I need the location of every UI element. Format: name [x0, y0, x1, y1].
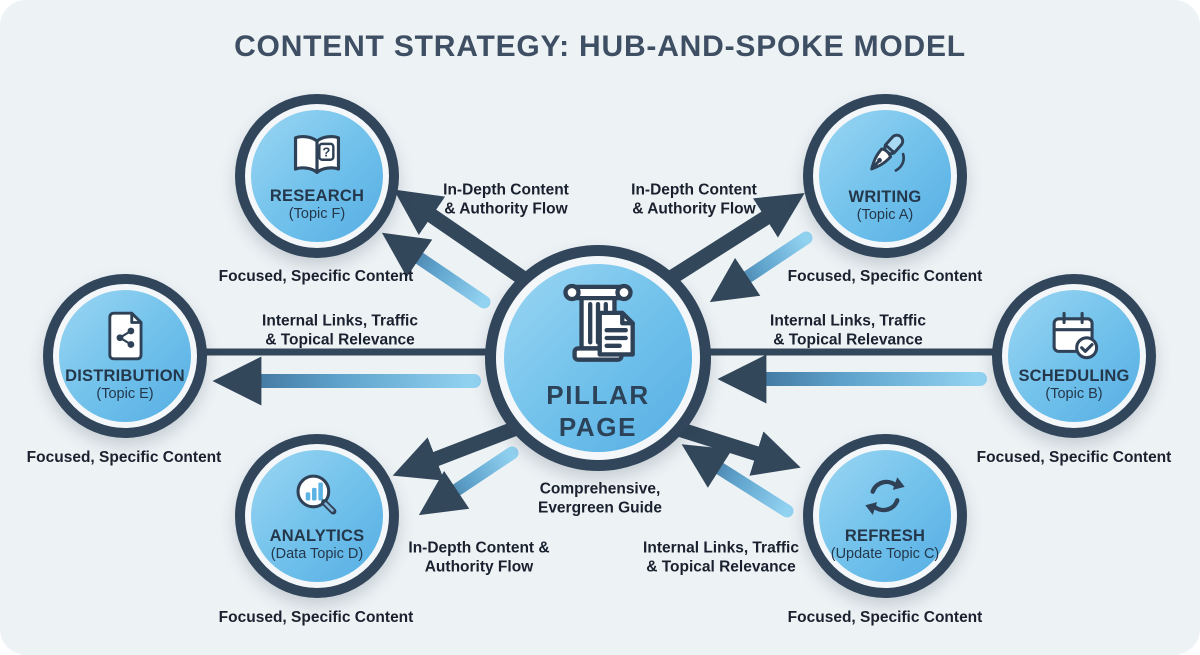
- node-analytics: ANALYTICS (Data Topic D): [235, 434, 399, 598]
- hub-caption-line: Comprehensive,: [539, 480, 661, 498]
- edge-label-line: In-Depth Content: [443, 181, 569, 199]
- pillar-document-icon: [546, 273, 650, 377]
- node-core: DISTRIBUTION (Topic E): [59, 290, 191, 422]
- node-core: WRITING (Topic A): [819, 110, 951, 242]
- node-core: ? RESEARCH (Topic F): [251, 110, 383, 242]
- node-name: SCHEDULING: [1018, 367, 1130, 386]
- node-white-ring: REFRESH (Update Topic C): [813, 444, 957, 588]
- caption-analytics: Focused, Specific Content: [218, 609, 414, 626]
- node-refresh: REFRESH (Update Topic C): [803, 434, 967, 598]
- hub-white-ring: PILLAR PAGE: [496, 256, 700, 460]
- node-white-ring: DISTRIBUTION (Topic E): [53, 284, 197, 428]
- caption-research: Focused, Specific Content: [218, 268, 414, 285]
- edge-label-line: & Topical Relevance: [646, 558, 796, 575]
- hub-caption: Comprehensive, Evergreen Guide: [538, 480, 662, 517]
- arrow-hub-to-writing-dark: [655, 193, 805, 292]
- node-research: ? RESEARCH (Topic F): [235, 94, 399, 258]
- node-core: SCHEDULING (Topic B): [1008, 290, 1140, 422]
- arrow-hub-to-research-blue: [381, 232, 491, 309]
- edge-label-line: In-Depth Content &: [408, 539, 550, 557]
- caption-refresh: Focused, Specific Content: [787, 609, 983, 626]
- caption-distribution: Focused, Specific Content: [26, 449, 222, 466]
- edge-label-line: Internal Links, Traffic: [770, 312, 926, 330]
- arrow-writing-to-hub-blue: [709, 231, 813, 303]
- page-title: CONTENT STRATEGY: HUB-AND-SPOKE MODEL: [234, 30, 966, 63]
- node-scheduling: SCHEDULING (Topic B): [992, 274, 1156, 438]
- node-topic: (Topic B): [1045, 386, 1103, 403]
- node-core: ANALYTICS (Data Topic D): [251, 450, 383, 582]
- node-topic: (Topic F): [288, 206, 346, 223]
- edge-label-line: & Topical Relevance: [265, 331, 415, 348]
- edge-label-bottom-right: Internal Links, Traffic & Topical Releva…: [643, 539, 799, 576]
- edge-label-bottom-left: In-Depth Content & Authority Flow: [408, 539, 549, 576]
- edge-label-line: In-Depth Content: [631, 181, 757, 199]
- node-distribution: DISTRIBUTION (Topic E): [43, 274, 207, 438]
- node-topic: (Topic E): [96, 386, 154, 403]
- arrow-refresh-to-hub-blue: [681, 444, 794, 518]
- node-white-ring: SCHEDULING (Topic B): [1002, 284, 1146, 428]
- edge-label-mid-left: Internal Links, Traffic & Topical Releva…: [262, 312, 418, 349]
- caption-scheduling: Focused, Specific Content: [976, 449, 1172, 466]
- svg-text:?: ?: [322, 145, 330, 160]
- arrow-hub-to-research-dark: [393, 189, 545, 297]
- fountain-pen-icon: [856, 127, 914, 185]
- node-name: DISTRIBUTION: [65, 367, 185, 386]
- node-topic: (Topic A): [856, 207, 914, 224]
- caption-writing: Focused, Specific Content: [787, 268, 983, 285]
- open-book-question-icon: ?: [287, 128, 347, 184]
- node-writing: WRITING (Topic A): [803, 94, 967, 258]
- refresh-arrows-icon: [857, 468, 913, 524]
- arrow-hub-to-analytics-blue: [418, 446, 519, 516]
- node-name: RESEARCH: [269, 187, 365, 206]
- node-topic: (Update Topic C): [830, 546, 940, 563]
- node-name: WRITING: [848, 188, 922, 207]
- node-name: ANALYTICS: [269, 527, 365, 546]
- node-white-ring: ANALYTICS (Data Topic D): [245, 444, 389, 588]
- hub-core: PILLAR PAGE: [504, 264, 692, 452]
- edge-label-line: & Authority Flow: [632, 200, 756, 217]
- node-white-ring: ? RESEARCH (Topic F): [245, 104, 389, 248]
- node-core: REFRESH (Update Topic C): [819, 450, 951, 582]
- hub-title-line2: PAGE: [558, 411, 638, 442]
- hub-title: PILLAR PAGE: [546, 380, 649, 442]
- node-topic: (Data Topic D): [270, 546, 364, 563]
- document-share-icon: [98, 308, 152, 364]
- edge-label-line: & Topical Relevance: [773, 331, 923, 348]
- edge-label-mid-right: Internal Links, Traffic & Topical Releva…: [770, 312, 926, 349]
- calendar-check-icon: [1045, 308, 1103, 364]
- node-white-ring: WRITING (Topic A): [813, 104, 957, 248]
- hub-title-line1: PILLAR: [546, 380, 650, 411]
- magnifier-bar-chart-icon: [288, 468, 346, 524]
- hub-pillar-page: PILLAR PAGE: [485, 245, 711, 471]
- edge-label-line: Internal Links, Traffic: [643, 539, 799, 557]
- edge-label-line: Internal Links, Traffic: [262, 312, 418, 330]
- hub-caption-line: Evergreen Guide: [537, 499, 663, 516]
- edge-label-line: Authority Flow: [424, 558, 534, 575]
- edge-label-line: & Authority Flow: [444, 200, 568, 217]
- node-name: REFRESH: [844, 527, 926, 546]
- edge-label-top-left: In-Depth Content & Authority Flow: [443, 181, 569, 218]
- edge-label-top-right: In-Depth Content & Authority Flow: [631, 181, 757, 218]
